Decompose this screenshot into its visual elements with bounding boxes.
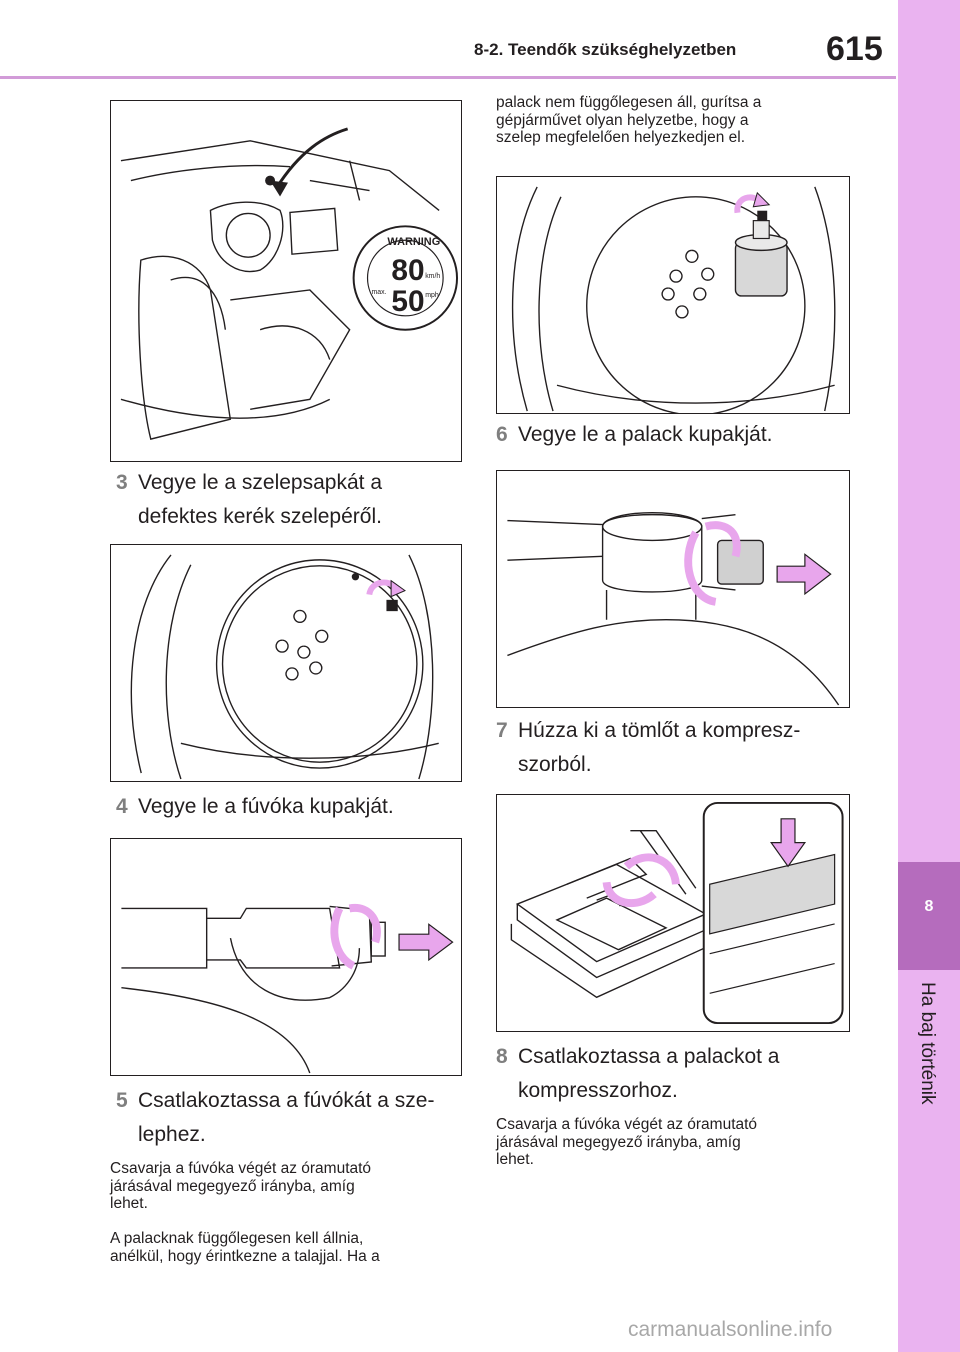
step-text-line: Csatlakoztassa a fúvókát a sze- bbox=[138, 1089, 435, 1112]
watermark: carmanualsonline.info bbox=[628, 1318, 833, 1341]
step-number: 5 bbox=[116, 1089, 128, 1112]
instruction-paragraph: palack nem függőlegesen áll, gurítsa a g… bbox=[496, 94, 762, 146]
step-text-line: Húzza ki a tömlőt a kompresz- bbox=[518, 719, 801, 742]
sticker-warning-text: WARNING bbox=[387, 236, 440, 248]
sticker-unit-mph: mph bbox=[425, 292, 439, 299]
step-text-line: Vegye le a szelepsapkát a bbox=[138, 471, 383, 494]
sticker-speed-mph: 50 bbox=[391, 285, 424, 318]
pull-direction-arrow bbox=[776, 553, 832, 596]
step-8: 8 Csatlakoztassa a palackot a kompresszo… bbox=[496, 1040, 852, 1108]
step-text-line: lephez. bbox=[138, 1123, 206, 1146]
push-down-arrow bbox=[770, 818, 807, 868]
step-text-line: Vegye le a fúvóka kupakját. bbox=[138, 795, 394, 818]
sticker-max-label: max. bbox=[372, 289, 387, 296]
car-interior-illustration: WARNING 80 50 km/h mph max. bbox=[120, 127, 459, 440]
step-6: 6 Vegye le a palack kupakját. bbox=[496, 418, 852, 452]
step-5: 5 Csatlakoztassa a fúvókát a sze- lephez… bbox=[116, 1084, 456, 1152]
figure-bottle-on-wheel bbox=[496, 176, 850, 414]
pointer-arrow bbox=[265, 127, 349, 197]
chapter-number: 8 bbox=[924, 898, 934, 915]
step-text-line: kompresszorhoz. bbox=[518, 1079, 678, 1102]
step-text-line: Csatlakoztassa a palackot a bbox=[518, 1045, 780, 1068]
bottle-cap bbox=[716, 539, 764, 585]
chapter-title: Ha baj történik bbox=[917, 982, 938, 1105]
step-number: 6 bbox=[496, 423, 508, 446]
figure-remove-nozzle-cap bbox=[110, 838, 462, 1076]
sealant-bottle bbox=[734, 210, 788, 297]
pull-direction-arrow bbox=[398, 923, 454, 962]
instruction-paragraph: A palacknak függőlegesen kell állnia, an… bbox=[110, 1230, 380, 1265]
step-number: 7 bbox=[496, 719, 508, 742]
step-text-line: defektes kerék szelepéről. bbox=[138, 505, 382, 528]
page-number: 615 bbox=[826, 30, 883, 68]
figure-car-interior-warning-label: WARNING 80 50 km/h mph max. bbox=[110, 100, 462, 462]
step-number: 8 bbox=[496, 1045, 508, 1068]
step-3: 3 Vegye le a szelepsapkát a defektes ker… bbox=[116, 466, 456, 534]
step-number: 4 bbox=[116, 795, 128, 818]
sticker-speed-kmh: 80 bbox=[391, 254, 424, 287]
step-4: 4 Vegye le a fúvóka kupakját. bbox=[116, 790, 456, 824]
figure-pull-hose-from-compressor bbox=[496, 794, 850, 1032]
warning-sticker: WARNING 80 50 km/h mph max. bbox=[352, 225, 459, 331]
chapter-side-tab bbox=[898, 0, 960, 1352]
header-divider bbox=[0, 76, 896, 79]
section-title: 8-2. Teendők szükséghelyzetben bbox=[474, 40, 737, 59]
step-number: 3 bbox=[116, 471, 128, 494]
chapter-tab-marker bbox=[898, 862, 960, 970]
detail-inset bbox=[702, 801, 844, 1025]
instruction-paragraph: Csavarja a fúvóka végét az óramutató jár… bbox=[110, 1160, 372, 1212]
step-text-line: szorból. bbox=[518, 753, 592, 776]
instruction-paragraph: Csavarja a fúvóka végét az óramutató jár… bbox=[496, 1116, 758, 1168]
step-7: 7 Húzza ki a tömlőt a kompresz- szorból. bbox=[496, 714, 852, 782]
figure-remove-bottle-cap bbox=[496, 470, 850, 708]
figure-remove-valve-cap bbox=[110, 544, 462, 782]
sticker-unit-kmh: km/h bbox=[425, 273, 440, 280]
step-text-line: Vegye le a palack kupakját. bbox=[518, 423, 773, 446]
